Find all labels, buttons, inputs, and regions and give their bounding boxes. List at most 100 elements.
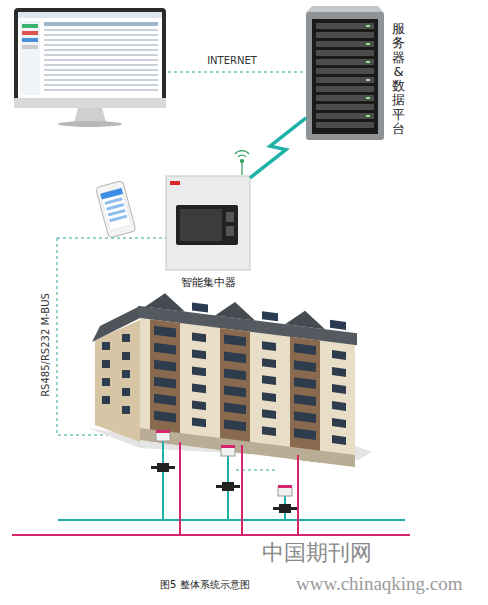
concentrator-cabinet-part — [226, 212, 234, 222]
monitor-picture-part — [58, 121, 122, 127]
valve-symbol — [151, 463, 297, 513]
building-picture-part-part-part — [192, 350, 206, 360]
valve-symbol-part — [273, 507, 297, 510]
building-picture-part-part — [102, 360, 110, 368]
building-picture-part — [95, 320, 140, 442]
building-picture-part — [138, 290, 357, 468]
monitor-picture-part-part — [44, 34, 158, 36]
monitor-picture-part-part — [44, 54, 158, 56]
meter-symbol-part — [278, 487, 292, 496]
server-rack-part-part — [316, 77, 374, 83]
phone-picture-part — [100, 188, 131, 230]
monitor-picture-part — [22, 31, 38, 35]
building-picture-part-part-part — [294, 343, 316, 355]
node-label: 智能集中器 — [181, 275, 236, 290]
server-rack-part-part — [316, 86, 374, 92]
building-picture-part-part — [140, 428, 355, 467]
building-picture-part-part — [122, 406, 130, 414]
monitor-picture-part-part — [44, 39, 158, 41]
pipe-network-part — [58, 519, 405, 521]
building-picture-part-part-part — [154, 394, 176, 406]
valve-symbol-part — [216, 485, 240, 488]
meter-symbol — [156, 430, 292, 496]
link-label: INTERNET — [207, 55, 257, 66]
server-rack-part-part — [316, 95, 374, 101]
monitor-picture-part-part — [44, 64, 158, 66]
building-picture-part-part-part — [332, 350, 346, 360]
building-picture-part-part-part — [154, 377, 176, 389]
building-picture-part-part-part — [192, 333, 206, 343]
building-picture-part-part — [122, 334, 130, 342]
pipe-network-part — [179, 442, 181, 535]
building-picture-part-part-part — [154, 360, 176, 372]
server-rack-part-part — [366, 25, 370, 27]
building-picture-part-part-part — [154, 411, 176, 423]
watermark: 中国期刊网 — [262, 538, 372, 568]
pipe-network — [12, 440, 410, 535]
server-rack-part-part — [316, 32, 374, 38]
server-rack-part — [312, 19, 378, 134]
bus-wire — [57, 238, 278, 470]
server-rack-part-part — [316, 23, 374, 29]
building-picture-part-part — [192, 303, 208, 313]
figure-caption: 图5 整体系统示意图 — [160, 578, 250, 592]
bus-label: RS485/RS232 M-BUS — [40, 293, 51, 397]
monitor-picture-part — [20, 21, 40, 95]
server-rack-part-part — [316, 122, 374, 128]
monitor-picture-part — [22, 24, 38, 28]
watermark-url: www.chinaqking.com — [296, 573, 463, 595]
building-picture-part-part-part — [262, 409, 276, 419]
building-picture-part-part-part — [332, 418, 346, 428]
wifi-symbol-part — [235, 151, 249, 154]
building-picture-part-part-part — [294, 411, 316, 423]
building-picture-part-part-part — [154, 343, 176, 355]
server-rack-part-part — [316, 104, 374, 110]
monitor-picture-part-part — [44, 22, 158, 26]
wifi-symbol-part — [241, 160, 244, 163]
concentrator-cabinet-part — [180, 209, 222, 241]
monitor-picture-part-part — [44, 44, 158, 46]
building-picture-part-part — [262, 311, 278, 321]
monitor-picture-part — [14, 98, 166, 108]
pipe-network-part — [297, 455, 299, 535]
building-picture-part-part-part — [262, 358, 276, 368]
building-picture-part-part-part — [332, 401, 346, 411]
concentrator-cabinet-part — [176, 205, 238, 245]
building-picture-part-part — [102, 378, 110, 386]
building-picture-part-part-part — [294, 360, 316, 372]
monitor-picture-part — [22, 45, 38, 49]
building-picture-part-part-part — [294, 428, 316, 440]
wireless-link — [250, 118, 306, 178]
building-picture-part-part-part — [294, 394, 316, 406]
monitor-picture-part-part — [44, 84, 158, 86]
meter-symbol-part — [278, 485, 292, 488]
server-rack-part-part — [316, 113, 374, 119]
building-picture-part-part-part — [224, 369, 246, 381]
server-rack-part — [366, 25, 370, 117]
building-picture-part-part — [330, 320, 346, 330]
building-picture-part-part — [145, 291, 185, 312]
building-picture-part-part-part — [332, 384, 346, 394]
building-picture-part-part — [285, 308, 325, 329]
building-picture-part-part — [215, 299, 255, 320]
building-picture-part-part-part — [224, 386, 246, 398]
phone-picture-part — [106, 203, 124, 211]
wifi-symbol — [235, 151, 249, 175]
monitor-picture-part — [44, 22, 158, 91]
building-picture — [88, 290, 372, 468]
building-picture-part-part — [122, 352, 130, 360]
building-picture-part-part-part — [262, 426, 276, 436]
server-rack-part — [306, 6, 384, 13]
building-picture-part-part-part — [332, 435, 346, 445]
monitor-picture-part — [18, 12, 162, 98]
monitor-picture-part-part — [44, 89, 158, 91]
building-picture-part-part — [102, 342, 110, 350]
concentrator-cabinet-part — [166, 176, 250, 270]
server-rack — [306, 6, 384, 140]
phone-picture-part — [96, 181, 137, 238]
